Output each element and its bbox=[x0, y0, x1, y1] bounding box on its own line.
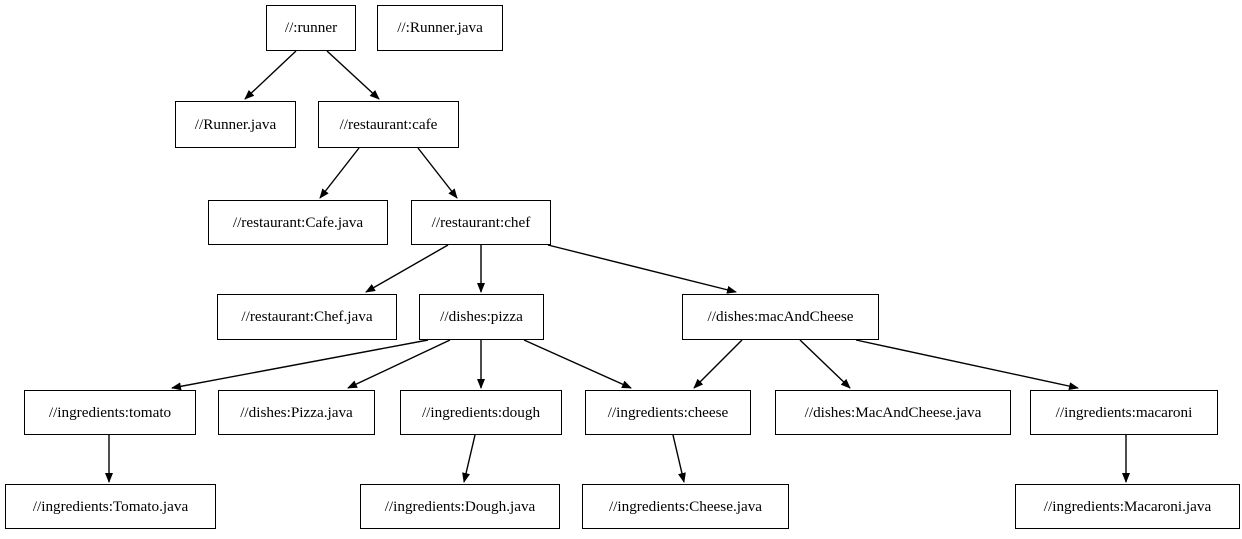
graph-node-label: //restaurant:chef bbox=[431, 213, 531, 231]
graph-edge-dishes_pizza-to-ing_tomato bbox=[171, 339, 429, 391]
graph-node-label: //:runner bbox=[284, 19, 338, 37]
graph-node-ing_cheese[interactable]: //ingredients:cheese bbox=[585, 390, 751, 435]
graph-node-ing_macaroni[interactable]: //ingredients:macaroni bbox=[1030, 390, 1218, 435]
graph-edge-dishes_mac-to-mac_java bbox=[799, 339, 851, 389]
graph-node-label: //ingredients:dough bbox=[421, 403, 541, 421]
graph-node-label: //dishes:Pizza.java bbox=[240, 403, 353, 421]
graph-edge-dishes_pizza-to-ing_cheese bbox=[523, 339, 632, 389]
graph-node-ing_tomato[interactable]: //ingredients:tomato bbox=[24, 390, 196, 435]
graph-edge-restaurant_cafe-to-restaurant_chef bbox=[417, 147, 458, 199]
graph-edge-runner-to-restaurant_cafe bbox=[326, 50, 380, 100]
graph-node-dough_java[interactable]: //ingredients:Dough.java bbox=[360, 484, 560, 529]
graph-node-cafe_java[interactable]: //restaurant:Cafe.java bbox=[208, 200, 388, 245]
graph-node-label: //restaurant:cafe bbox=[339, 115, 438, 133]
graph-node-label: //dishes:pizza bbox=[440, 308, 523, 326]
graph-node-runner_java[interactable]: //Runner.java bbox=[175, 101, 296, 148]
graph-node-label: //ingredients:tomato bbox=[48, 403, 172, 421]
graph-node-mac_java[interactable]: //dishes:MacAndCheese.java bbox=[775, 390, 1011, 435]
graph-node-restaurant_cafe[interactable]: //restaurant:cafe bbox=[318, 101, 459, 148]
graph-node-label: //ingredients:macaroni bbox=[1055, 403, 1193, 421]
graph-edge-ing_cheese-to-cheese_java bbox=[672, 434, 686, 483]
graph-node-label: //Runner.java bbox=[194, 115, 277, 133]
graph-edge-ing_dough-to-dough_java bbox=[462, 434, 476, 483]
graph-node-dishes_mac[interactable]: //dishes:macAndCheese bbox=[682, 294, 879, 340]
graph-node-ing_dough[interactable]: //ingredients:dough bbox=[400, 390, 562, 435]
graph-edge-dishes_mac-to-ing_cheese bbox=[693, 339, 743, 389]
graph-edge-restaurant_cafe-to-cafe_java bbox=[319, 147, 360, 199]
graph-node-label: //:Runner.java bbox=[397, 19, 483, 37]
graph-node-runner[interactable]: //:runner bbox=[266, 5, 356, 51]
graph-edge-runner-to-runner_java bbox=[244, 50, 297, 100]
graph-edge-restaurant_chef-to-chef_java bbox=[365, 244, 449, 293]
graph-node-label: //dishes:MacAndCheese.java bbox=[804, 403, 982, 421]
graph-edge-restaurant_chef-to-dishes_mac bbox=[547, 244, 737, 294]
graph-node-label: //ingredients:Macaroni.java bbox=[1043, 497, 1212, 515]
graph-node-pizza_java[interactable]: //dishes:Pizza.java bbox=[218, 390, 375, 435]
graph-node-label: //restaurant:Cafe.java bbox=[232, 213, 364, 231]
graph-edge-dishes_pizza-to-pizza_java bbox=[347, 339, 451, 389]
graph-node-label: //ingredients:Tomato.java bbox=[32, 497, 189, 515]
graph-node-restaurant_chef[interactable]: //restaurant:chef bbox=[411, 200, 551, 245]
graph-edge-dishes_mac-to-ing_macaroni bbox=[855, 339, 1079, 391]
graph-node-chef_java[interactable]: //restaurant:Chef.java bbox=[217, 294, 397, 340]
graph-node-root_runner_java[interactable]: //:Runner.java bbox=[377, 5, 503, 51]
graph-node-label: //ingredients:Cheese.java bbox=[608, 497, 763, 515]
graph-node-label: //dishes:macAndCheese bbox=[707, 308, 854, 326]
graph-node-label: //ingredients:Dough.java bbox=[384, 497, 536, 515]
graph-node-label: //restaurant:Chef.java bbox=[241, 308, 373, 326]
graph-node-label: //ingredients:cheese bbox=[607, 403, 729, 421]
graph-node-dishes_pizza[interactable]: //dishes:pizza bbox=[419, 294, 544, 340]
graph-node-cheese_java[interactable]: //ingredients:Cheese.java bbox=[582, 484, 789, 529]
graph-node-macaroni_java[interactable]: //ingredients:Macaroni.java bbox=[1015, 484, 1240, 529]
graph-node-tomato_java[interactable]: //ingredients:Tomato.java bbox=[5, 484, 216, 529]
